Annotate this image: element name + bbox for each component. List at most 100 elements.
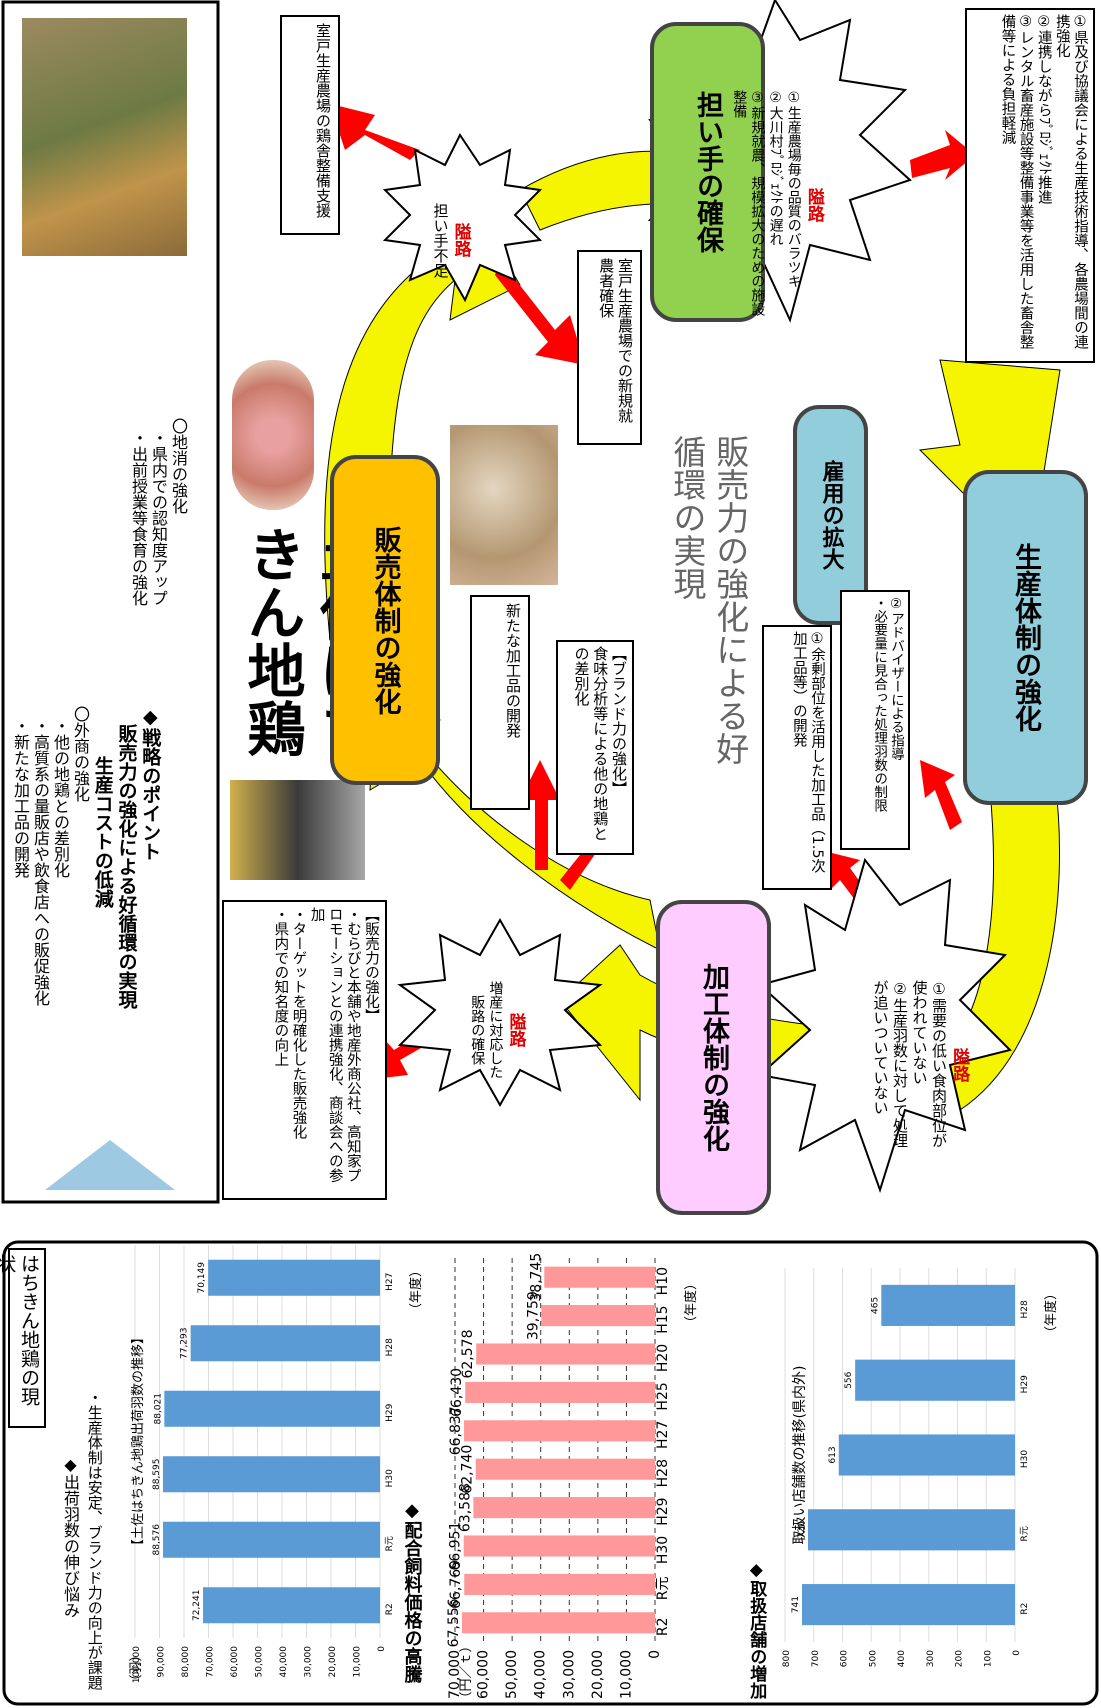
x-tick-label: H29 [1020, 1375, 1030, 1393]
data-label: 39,759 [525, 1291, 541, 1340]
pill-sales: 販売体制の強化 [330, 455, 440, 785]
y-tick-label: 70,000 [206, 1646, 216, 1678]
x-tick-label: H15 [655, 1305, 671, 1333]
burst-label-quality: 隘路 ①生産農場毎の品質のバラツキ ②大川村ﾌﾟﾛｼﾞｪｸﾄの遅れ ③新規就農、… [731, 90, 824, 316]
data-label: 70,149 [197, 1262, 207, 1294]
bar [544, 1266, 655, 1288]
center-title: 販売力の強化による好循環の実現 [667, 435, 750, 765]
data-label: 38,745 [528, 1253, 544, 1302]
data-label: 741 [791, 1596, 801, 1613]
status-item1-title: ◆出荷羽数の伸び悩み [61, 1455, 80, 1618]
data-label: 63,588 [457, 1483, 473, 1532]
red-arrow-advisor [920, 760, 962, 830]
x-tick-label: H27 [385, 1273, 395, 1291]
x-tick-label: R2 [385, 1603, 395, 1615]
data-label: 67,556 [446, 1598, 462, 1647]
x-tick-label: H10 [655, 1267, 671, 1295]
gaisho-item-3: ・新たな加工品の開発 [11, 718, 30, 878]
x-tick-label: H28 [385, 1338, 395, 1356]
box-advisor: ②アドバイザーによる指導 ・必要量に見合った処理羽数の制限 [840, 590, 910, 850]
data-label: 66,769 [448, 1560, 464, 1609]
box-facility-support: 室戸生産農場の鶏舎整備支援 [280, 15, 340, 235]
status-heading: はちきん地鶏の現状 [0, 1248, 46, 1428]
status-item1-note: ・生産体制は安定、ブランド力の向上が課題 [85, 1390, 104, 1690]
burst-label-sales-channel: 隘路 増産に対応した販路の確保 [469, 981, 526, 1079]
y-tick-label: 40,000 [279, 1646, 289, 1678]
strategy-title: ◆戦略のポイント [139, 706, 162, 861]
pill-processing: 加工体制の強化 [656, 900, 771, 1215]
x-tick-label: H28 [655, 1459, 671, 1487]
y-tick-label: 800 [782, 1650, 792, 1667]
pill-workers: 担い手の確保 [650, 22, 765, 322]
gaisho-item-2: ・高質系の量販店や飲食店への販促強化 [31, 718, 50, 1006]
bar [801, 1584, 1015, 1626]
data-label: 62,578 [460, 1330, 476, 1379]
data-label: 66,430 [449, 1368, 465, 1417]
y-tick-label: 300 [926, 1650, 936, 1667]
bar [838, 1434, 1015, 1476]
y-tick-label: 600 [840, 1650, 850, 1667]
red-arrow-new-products [520, 760, 560, 870]
chisho-panel: 〇地消の強化 ・県内での認知度アップ ・出前授業等食育の強化 [128, 418, 188, 648]
gaisho-title: 〇外商の強化 [71, 706, 90, 802]
bar [541, 1305, 655, 1327]
up-arrow-triangle [45, 1140, 175, 1190]
pill-production: 生産体制の強化 [963, 470, 1088, 805]
box-brand: 【ブランド力の強化】 食味分析等による他の地鶏との差別化 [556, 640, 634, 855]
dish-photo [450, 425, 558, 585]
burst-label-processing: 隘路 ①需要の低い食肉部位が使われていない ②生産羽数に対して処理が追いついてい… [871, 980, 970, 1148]
status-item3-title: ◆取扱店舗の増加 [746, 1560, 767, 1699]
y-axis-label: （羽） [129, 1648, 144, 1687]
burst-processing [757, 857, 1012, 1194]
y-tick-label: 70,000 [447, 1650, 463, 1699]
x-tick-label: R元 [655, 1577, 671, 1601]
y-tick-label: 90,000 [157, 1646, 167, 1678]
sales-event-photo [230, 780, 365, 880]
y-tick-label: 100 [983, 1650, 993, 1667]
burst-workers-shortage [382, 133, 543, 303]
bar [855, 1359, 1015, 1401]
x-tick-label: H25 [655, 1382, 671, 1410]
data-label: 556 [844, 1371, 854, 1388]
data-label: 613 [828, 1446, 838, 1463]
box-sales-power: 【販売力の強化】 ・むらびと本舗や地産外商公社、高知家プロモーションとの連携強化… [222, 900, 387, 1200]
data-label: 72,241 [192, 1590, 202, 1622]
bar [808, 1509, 1015, 1551]
meat-photo [232, 360, 314, 510]
y-tick-label: 40,000 [533, 1650, 549, 1699]
bar [164, 1390, 380, 1427]
bar [190, 1325, 380, 1362]
x-tick-label: H20 [655, 1344, 671, 1372]
box-production-support: ①県及び協議会による生産技術指導、各農場間の連携強化 ②連携しながらﾌﾟﾛｼﾞｪ… [965, 8, 1095, 363]
y-tick-label: 60,000 [476, 1650, 492, 1699]
status-frame [2, 1240, 1099, 1706]
chisho-item-2: ・出前授業等食育の強化 [129, 430, 148, 606]
data-label: 88,576 [152, 1524, 162, 1556]
y-tick-label: 50,000 [255, 1646, 265, 1678]
x-tick-label: H29 [655, 1497, 671, 1525]
y-tick-label: 0 [377, 1646, 387, 1652]
x-tick-label: H30 [385, 1469, 395, 1487]
y-tick-label: 20,000 [590, 1650, 606, 1699]
box-new-farmers: 室戸生産農場での新規就農者確保 [577, 250, 642, 445]
y-tick-label: 400 [897, 1650, 907, 1667]
status-item2-title: ◆配合飼料価格の高騰 [401, 1500, 423, 1683]
x-tick-label: R2 [1020, 1603, 1030, 1615]
bar [476, 1343, 655, 1365]
y-tick-label: 100,000 [132, 1646, 142, 1683]
burst-label-workers: 隘路 担い手不足 [431, 202, 471, 278]
red-arrow-support [910, 130, 975, 180]
y-tick-label: 10,000 [353, 1646, 363, 1678]
bar [465, 1381, 655, 1403]
y-tick-label: 30,000 [561, 1650, 577, 1699]
data-label: 77,293 [180, 1328, 190, 1360]
charts-group: 0 10,000 20,000 30,000 40,000 50,000 60,000 70,… [129, 1245, 1059, 1705]
bar [475, 1458, 655, 1480]
chart-title: 【土佐はちきん地鶏出荷羽数の推移】 [131, 1331, 146, 1552]
data-label: 66,951 [448, 1522, 464, 1571]
bar [461, 1612, 655, 1634]
data-label: 88,595 [152, 1459, 162, 1491]
chisho-title: 〇地消の強化 [169, 418, 188, 514]
bar [473, 1497, 655, 1519]
